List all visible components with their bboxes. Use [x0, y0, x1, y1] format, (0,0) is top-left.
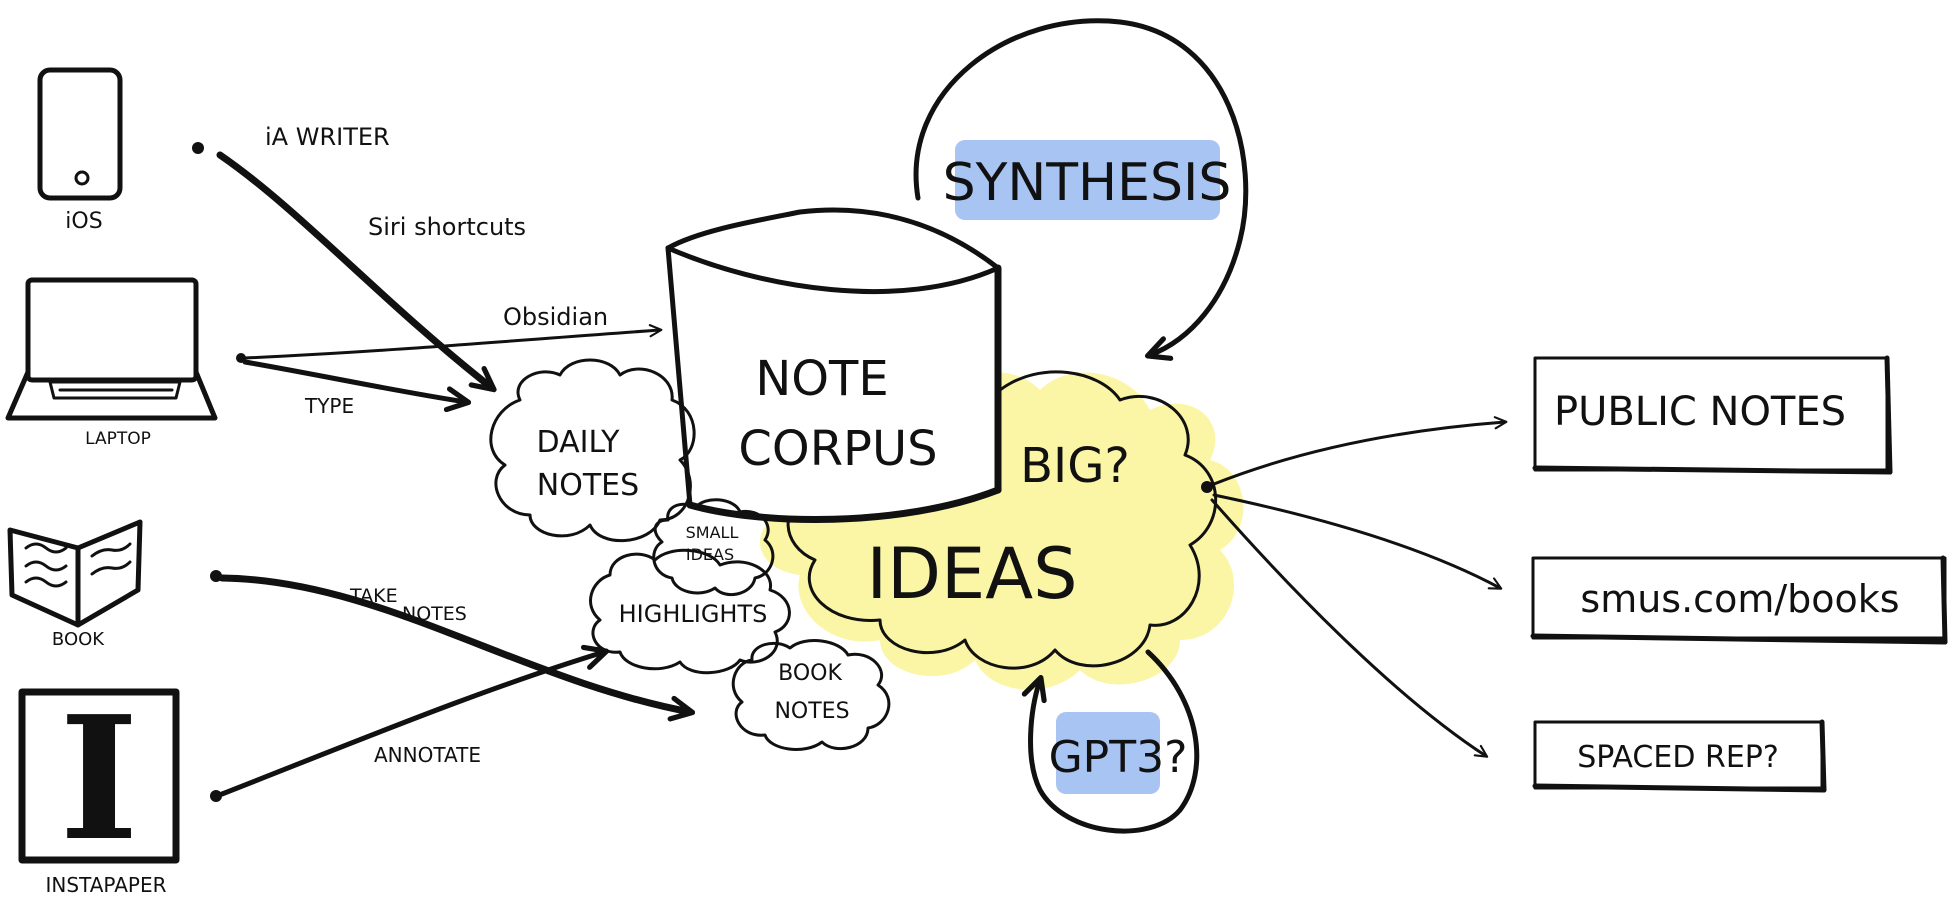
spaced-rep-box: SPACED REP? — [1532, 719, 1827, 793]
book-source: BOOK — [7, 519, 143, 650]
take-notes-label-1: TAKE — [349, 585, 398, 607]
ios-label: iOS — [65, 209, 102, 234]
note-corpus: NOTE CORPUS — [665, 207, 1002, 523]
instapaper-logo: I — [59, 679, 139, 879]
obsidian-label: Obsidian — [503, 303, 608, 331]
note-corpus-line1: NOTE — [755, 351, 888, 407]
gpt3-loop: GPT3? — [1021, 649, 1200, 834]
open-book-icon — [7, 519, 143, 628]
ideas-label: IDEAS — [866, 533, 1077, 615]
ia-writer-arrow — [216, 151, 497, 393]
book-label: BOOK — [52, 629, 105, 650]
instapaper-logo-frame — [18, 688, 180, 864]
laptop-source: LAPTOP — [5, 277, 218, 449]
public-notes-arrow — [1212, 416, 1508, 486]
public-notes-label: PUBLIC NOTES — [1554, 389, 1846, 435]
output-dot — [1201, 481, 1213, 493]
obsidian-arrow — [243, 324, 663, 360]
synthesis-loop: SYNTHESIS — [913, 18, 1249, 361]
daily-notes-cloud: DAILY NOTES — [489, 358, 696, 543]
public-notes-box: PUBLIC NOTES — [1532, 355, 1893, 475]
daily-notes-line1: DAILY — [537, 425, 621, 460]
take-notes-label-2: NOTES — [402, 603, 467, 625]
laptop-label: LAPTOP — [85, 429, 151, 449]
spaced-rep-label: SPACED REP? — [1577, 740, 1779, 775]
ia-writer-label: iA WRITER — [265, 123, 390, 151]
spaced-rep-arrow — [1210, 498, 1489, 758]
highlights-label: HIGHLIGHTS — [619, 600, 768, 628]
annotate-label: ANNOTATE — [374, 743, 481, 767]
highlights-cloud: HIGHLIGHTS — [589, 548, 791, 675]
small-ideas-line1: SMALL — [686, 523, 739, 542]
small-ideas-cloud: SMALL IDEAS — [652, 498, 775, 597]
note-corpus-line2: CORPUS — [738, 421, 937, 477]
smus-books-label: smus.com/books — [1580, 577, 1899, 621]
laptop-icon — [5, 277, 218, 421]
smus-books-box: smus.com/books — [1530, 555, 1948, 645]
book-notes-line1: BOOK — [778, 661, 842, 686]
phone-icon — [37, 67, 123, 201]
gpt3-label: GPT3? — [1049, 732, 1188, 783]
synthesis-label: SYNTHESIS — [943, 153, 1232, 213]
instapaper-label: INSTAPAPER — [46, 873, 167, 897]
ia-writer-dot — [192, 142, 204, 154]
gpt3-highlight — [1056, 712, 1160, 794]
book-notes-cloud: BOOK NOTES — [731, 639, 891, 751]
daily-notes-line2: NOTES — [537, 468, 639, 503]
phone-home-button — [74, 170, 90, 186]
type-arrow — [242, 359, 472, 413]
instapaper-source: I INSTAPAPER — [18, 679, 180, 897]
annotate-arrow — [219, 644, 610, 797]
book-notes-line2: NOTES — [774, 699, 849, 724]
take-notes-arrow — [218, 574, 696, 722]
ios-source: iOS — [37, 67, 123, 234]
instapaper-dot — [210, 790, 222, 802]
siri-shortcuts-label: Siri shortcuts — [368, 213, 526, 241]
synthesis-highlight — [955, 140, 1220, 220]
smus-books-arrow — [1212, 493, 1503, 590]
type-label: TYPE — [304, 394, 354, 418]
big-question-label: BIG? — [1020, 438, 1130, 494]
